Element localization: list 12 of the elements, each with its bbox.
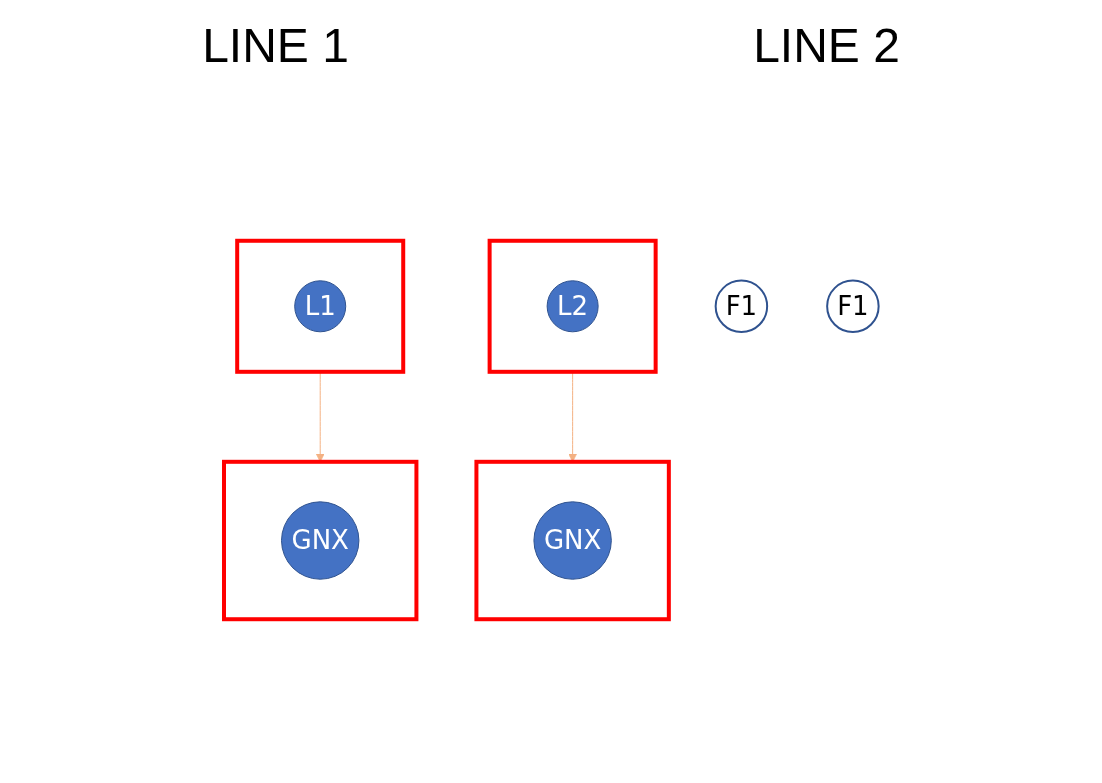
cluster (474, 459, 671, 622)
node-circle: F1 (714, 279, 768, 334)
node-circle: L1 (293, 280, 346, 333)
node-circle: GNX (280, 501, 360, 580)
panel-heading: LINE 2 (753, 17, 900, 73)
node-circle: GNX (533, 501, 612, 580)
cluster (221, 459, 419, 622)
node-circle: F1 (825, 279, 880, 334)
cluster (487, 238, 658, 374)
node-circle: L2 (546, 280, 599, 333)
cluster (234, 238, 405, 374)
panel-heading: LINE 1 (202, 17, 349, 73)
